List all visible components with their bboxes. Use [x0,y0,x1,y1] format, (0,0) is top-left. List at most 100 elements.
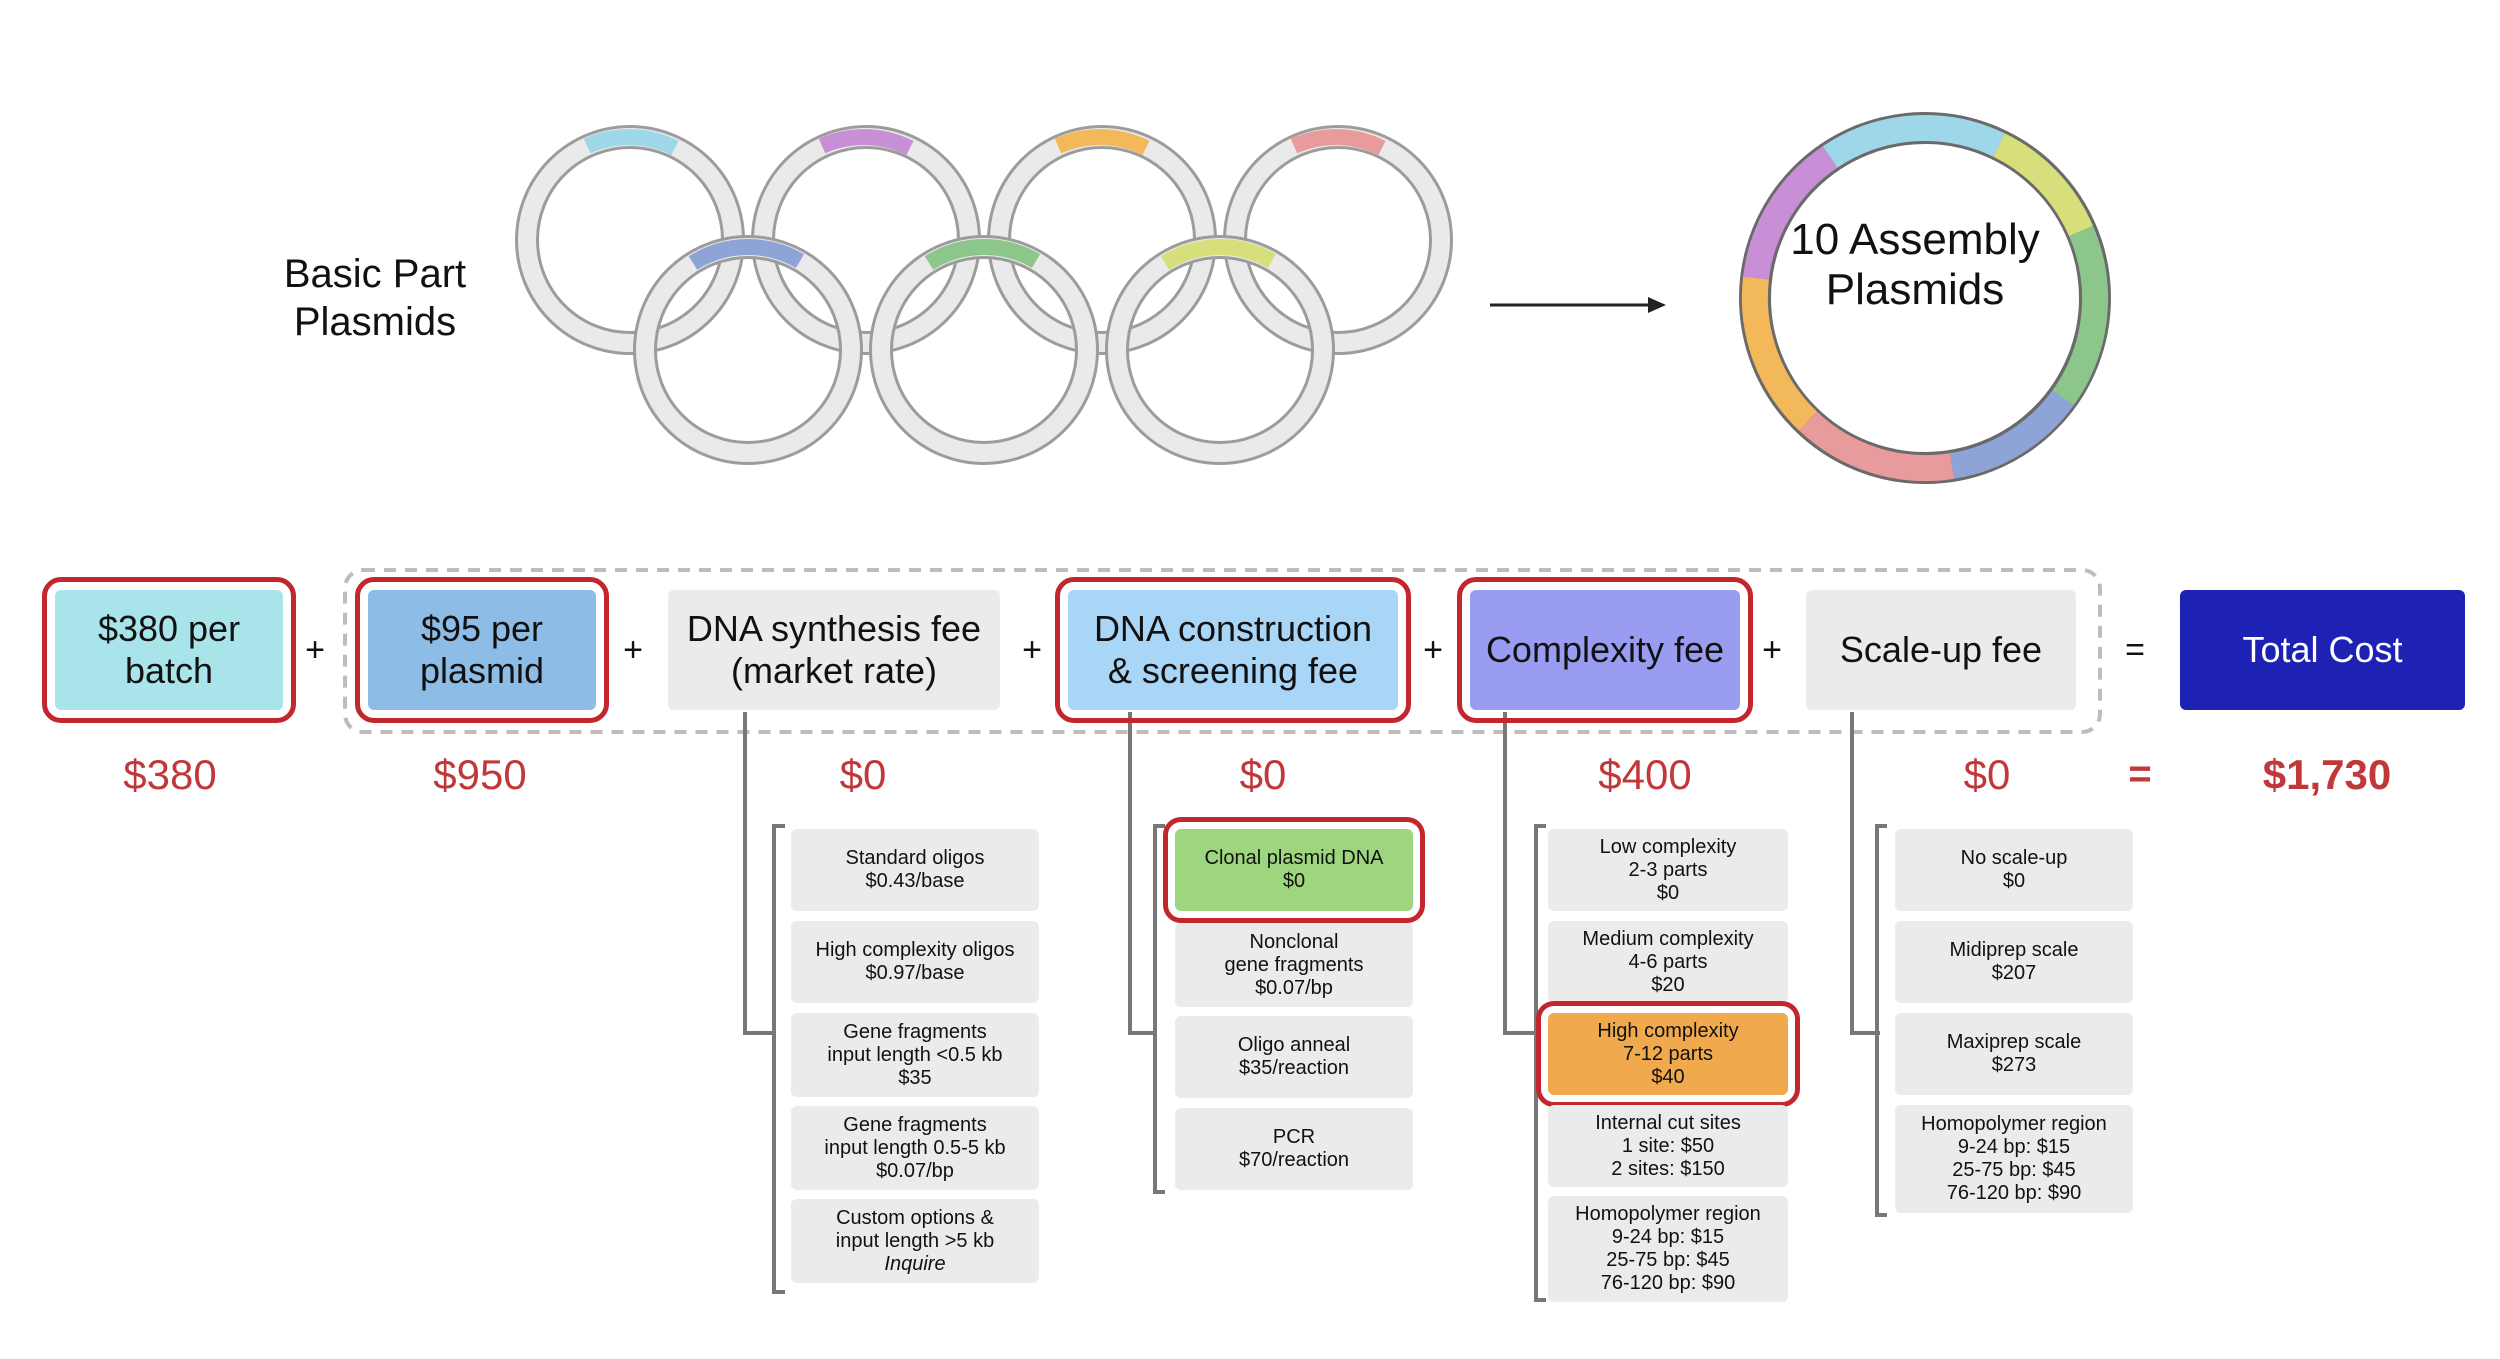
option-line: input length >5 kb [835,1229,995,1252]
option-line: $0 [2002,870,2026,892]
synthesis-option: Gene fragments input length <0.5 kb $35 [791,1013,1039,1097]
option-line: Standard oligos [845,847,985,869]
complexity-option: Low complexity 2-3 parts $0 [1548,829,1788,911]
option-line: $0 [1282,870,1306,892]
complexity-option: Homopolymer region 9-24 bp: $15 25-75 bp… [1548,1196,1788,1302]
option-line: High complexity oligos [815,939,1015,961]
synthesis-option: Gene fragments input length 0.5-5 kb $0.… [791,1106,1039,1190]
plasmid-amount: $950 [433,751,527,798]
option-line: gene fragments [1224,953,1364,976]
option-line: $207 [1991,962,2037,984]
option-line: Clonal plasmid DNA [1204,847,1384,869]
option-line: $0.07/bp [876,1159,954,1182]
scaleup-option: No scale-up $0 [1895,829,2133,911]
batch-amount: $380 [123,751,217,798]
complexity-fee-label: Complexity fee [1485,629,1725,670]
option-line: $273 [1991,1054,2037,1076]
dashed-group-box [343,568,2102,734]
option-line: 9-24 bp: $15 [1957,1136,2071,1158]
ring-2 [751,125,981,355]
scaleup-option: Maxiprep scale $273 [1895,1013,2133,1095]
assembly-arrow [1490,297,1666,313]
option-line: $35/reaction [1238,1057,1350,1079]
option-line: 7-12 parts [1622,1042,1714,1065]
plus-sign: + [305,631,325,669]
option-line: Inquire [884,1252,946,1275]
construction-option-selected: Clonal plasmid DNA $0 [1163,817,1425,923]
option-line: 2 sites: $150 [1611,1157,1725,1180]
option-line: Gene fragments [843,1113,987,1136]
option-line: Nonclonal [1249,930,1339,953]
option-line: 76-120 bp: $90 [1600,1272,1736,1294]
synthesis-option: High complexity oligos $0.97/base [791,921,1039,1003]
plasmid-fee-label: $95 per plasmid [419,608,545,691]
complexity-amount: $400 [1598,751,1692,798]
scaleup-fee-label: Scale-up fee [1839,629,2043,670]
complexity-option-selected: High complexity 7-12 parts $40 [1536,1001,1800,1107]
synthesis-option: Standard oligos $0.43/base [791,829,1039,911]
construction-option: PCR $70/reaction [1175,1108,1413,1190]
option-line: $0.43/base [865,870,965,892]
scaleup-option: Midiprep scale $207 [1895,921,2133,1003]
option-line: input length 0.5-5 kb [824,1136,1006,1159]
total-cost-box: Total Cost [2180,590,2465,710]
total-amount: $1,730 [2262,751,2392,798]
scaleup-fee-box: Scale-up fee [1806,590,2076,710]
option-line: No scale-up [1960,847,2068,869]
ring-4 [1223,125,1453,355]
assembly-ring [1739,112,2111,484]
ring-3 [987,125,1217,355]
ring-5 [633,235,863,465]
option-line: input length <0.5 kb [827,1043,1003,1066]
option-line: Gene fragments [843,1020,987,1043]
option-line: 76-120 bp: $90 [1946,1182,2082,1204]
plus-sign: + [1762,631,1782,669]
option-line: Medium complexity [1582,927,1754,950]
total-cost-label: Total Cost [2242,629,2403,670]
option-line: 9-24 bp: $15 [1611,1226,1725,1248]
option-line: Custom options & [836,1206,994,1229]
ring-6 [869,235,1099,465]
option-line: Internal cut sites [1595,1111,1741,1134]
option-line: $70/reaction [1238,1149,1350,1171]
batch-fee-box: $380 per batch [42,577,296,723]
plasmid-fee-box: $95 per plasmid [355,577,609,723]
batch-fee-label: $380 per batch [97,608,241,691]
option-line: $0.97/base [865,962,965,984]
option-line: 4-6 parts [1628,950,1708,973]
construction-fee-label: DNA construction & screening fee [1093,608,1373,691]
option-line: Maxiprep scale [1946,1031,2082,1053]
option-line: $0 [1656,881,1680,904]
equals-sign-red: = [2128,752,2152,796]
plus-sign: + [1022,631,1042,669]
scaleup-amount: $0 [1963,751,2011,798]
option-line: Low complexity [1599,835,1737,858]
option-line: 25-75 bp: $45 [1952,1159,2076,1181]
basic-part-plasmids-label: Basic Part Plasmids [283,252,467,344]
assembly-plasmids-label: 10 Assembly Plasmids [1790,215,2040,314]
option-line: 2-3 parts [1628,858,1708,881]
option-line: Oligo anneal [1237,1034,1351,1056]
basic-part-rings [515,125,1453,465]
option-line: Homopolymer region [1575,1203,1761,1225]
option-line: $40 [1651,1065,1685,1088]
option-line: PCR [1272,1126,1316,1148]
plus-sign: + [1423,631,1443,669]
option-line: 25-75 bp: $45 [1606,1249,1730,1271]
equals-sign: = [2125,631,2145,669]
scaleup-option: Homopolymer region 9-24 bp: $15 25-75 bp… [1895,1105,2133,1213]
option-line: $0.07/bp [1255,976,1333,999]
option-line: $35 [898,1066,932,1089]
option-line: Midiprep scale [1949,939,2079,961]
ring-1 [515,125,745,355]
option-line: Homopolymer region [1921,1113,2107,1135]
synthesis-fee-label: DNA synthesis fee (market rate) [686,608,982,691]
construction-fee-box: DNA construction & screening fee [1055,577,1411,723]
construction-option: Nonclonal gene fragments $0.07/bp [1175,923,1413,1007]
ring-7 [1105,235,1335,465]
complexity-option: Medium complexity 4-6 parts $20 [1548,921,1788,1003]
construction-option: Oligo anneal $35/reaction [1175,1016,1413,1098]
complexity-option: Internal cut sites 1 site: $50 2 sites: … [1548,1105,1788,1187]
synthesis-option: Custom options & input length >5 kb Inqu… [791,1199,1039,1283]
